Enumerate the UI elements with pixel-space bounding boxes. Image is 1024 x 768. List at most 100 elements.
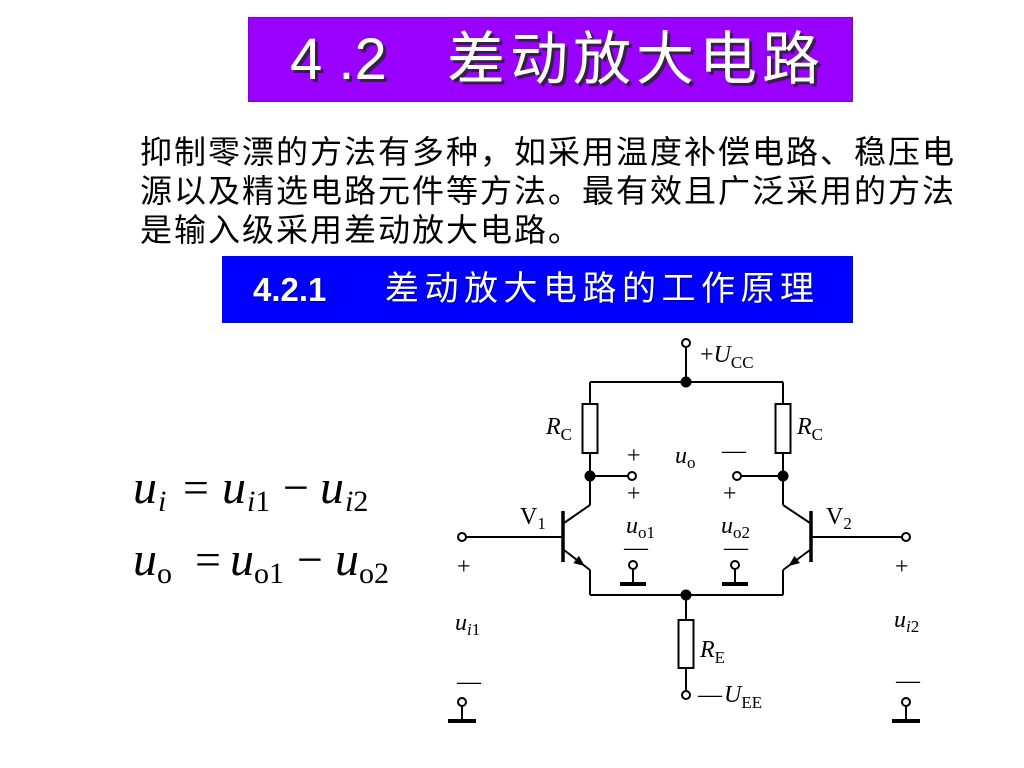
ui2-label: ui2 [894, 607, 919, 636]
ui1-sub-var: i [467, 620, 472, 639]
uo2-subscript: o2 [733, 523, 750, 542]
vcc-symbol: U [714, 342, 733, 368]
v1-symbol: V [520, 504, 538, 530]
transistor-v1 [561, 504, 591, 571]
eq1-term-a-sub-var: i [247, 485, 255, 518]
terminal-ui1 [457, 532, 467, 542]
equations: u i = u i1 − u i2 u o = u o1 − u o2 [133, 461, 389, 590]
v2-collector-lead [782, 504, 811, 524]
eq2-term-a-subscript: o1 [254, 557, 284, 590]
page-title: 差动放大电路 [447, 25, 826, 93]
transistor-v2 [782, 504, 813, 571]
vee-subscript: EE [741, 693, 762, 712]
uo-symbol: u [675, 443, 687, 469]
vee-symbol: U [724, 682, 743, 708]
re-symbol: R [699, 637, 715, 663]
section-heading-text: 差动放大电路的工作原理 [385, 269, 820, 309]
uo1-label: uo1 [626, 513, 655, 542]
eq1-term-a-sub-num: 1 [255, 485, 270, 518]
rc-right-label: RC [796, 414, 823, 444]
circuit-labels: +UCC RC RC + uo — + uo1 — + uo2 — V1 V2 … [455, 342, 921, 712]
uo1-minus-mark: — [623, 535, 649, 561]
eq1-lhs-subscript: i [158, 485, 166, 518]
ui2-symbol: u [894, 607, 906, 633]
uo2-label: uo2 [721, 513, 750, 542]
junction-collector-left [584, 470, 596, 482]
differential-amplifier-schematic [448, 338, 920, 723]
vee-sign: — [697, 682, 723, 708]
v2-subscript: 2 [843, 514, 852, 533]
equation-input-difference: u i = u i1 − u i2 [133, 461, 368, 518]
ui1-label: ui1 [455, 610, 480, 639]
terminal-uo2-ground [730, 560, 740, 570]
eq1-equals: = [183, 462, 209, 513]
v1-emitter-arrow [573, 555, 585, 566]
paragraph-line-1: 抑制零漂的方法有多种，如采用温度补偿电路、稳压电 [140, 133, 957, 171]
v1-collector-lead [563, 504, 591, 524]
eq2-lhs-subscript: o [157, 557, 172, 590]
re-label: RE [699, 637, 725, 667]
title-banner: 4 .2 差动放大电路 [248, 17, 853, 102]
rc-left-symbol: R [545, 414, 561, 440]
eq1-term-b-sub-var: i [345, 485, 353, 518]
ui1-plus-mark: + [457, 554, 471, 580]
v2-symbol: V [826, 504, 844, 530]
junction-top [680, 376, 692, 388]
uo-minus-mark: — [721, 438, 747, 464]
junction-collector-right [777, 470, 789, 482]
uo1-symbol: u [626, 513, 638, 539]
title-section-number: 4 .2 [290, 27, 387, 92]
vcc-label: +UCC [700, 342, 754, 372]
ui1-minus-mark: — [456, 669, 482, 695]
terminal-ui2 [901, 532, 911, 542]
ground-ui1 [448, 706, 476, 723]
junction-emitter [680, 589, 692, 601]
ground-ui2 [892, 706, 920, 723]
v2-label: V2 [826, 504, 852, 533]
uo-plus-mark: + [627, 443, 641, 469]
ui2-plus-mark: + [895, 554, 909, 580]
terminal-uo-left [627, 471, 637, 481]
rc-left-label: RC [545, 414, 572, 444]
terminal-ui2-ground [901, 697, 911, 707]
resistor-rc-right [774, 403, 792, 454]
terminal-uo1-ground [628, 560, 638, 570]
rc-right-subscript: C [812, 425, 823, 444]
rc-left-subscript: C [561, 425, 572, 444]
intro-paragraph: 抑制零漂的方法有多种，如采用温度补偿电路、稳压电 源以及精选电路元件等方法。最有… [140, 133, 956, 250]
rc-right-symbol: R [796, 414, 812, 440]
eq1-term-a-symbol: u [222, 461, 246, 514]
uo2-minus-mark: — [723, 535, 749, 561]
eq2-lhs-symbol: u [133, 533, 157, 586]
eq1-term-b-subscript: i2 [345, 485, 368, 518]
uo2-symbol: u [721, 513, 733, 539]
terminal-ui1-ground [457, 697, 467, 707]
ground-uo1 [620, 569, 646, 586]
eq1-term-b-symbol: u [320, 461, 344, 514]
ui1-symbol: u [455, 610, 467, 636]
uo-label: uo [675, 443, 696, 472]
ui2-sub-num: 2 [911, 617, 920, 636]
eq2-equals: = [195, 534, 221, 585]
terminal-vcc [681, 338, 691, 348]
uo1-subscript: o1 [638, 523, 655, 542]
eq1-term-a-subscript: i1 [247, 485, 270, 518]
v2-emitter-arrow [788, 555, 800, 566]
paragraph-line-3: 是输入级采用差动放大电路。 [140, 211, 583, 249]
eq2-term-a-symbol: u [230, 533, 254, 586]
uo-subscript: o [687, 453, 696, 472]
eq2-term-b-subscript: o2 [359, 557, 389, 590]
eq1-minus: − [283, 462, 309, 513]
ground-uo2 [722, 569, 748, 586]
ui2-sub-var: i [906, 617, 911, 636]
resistor-rc-left [581, 403, 599, 454]
eq1-lhs-symbol: u [133, 461, 157, 514]
eq2-minus: − [297, 534, 323, 585]
terminal-vee [681, 690, 691, 700]
re-subscript: E [715, 648, 725, 667]
resistor-re [677, 619, 695, 669]
section-heading-number: 4.2.1 [253, 271, 327, 308]
terminal-uo-right [732, 471, 742, 481]
uo2-plus-mark: + [723, 481, 737, 507]
